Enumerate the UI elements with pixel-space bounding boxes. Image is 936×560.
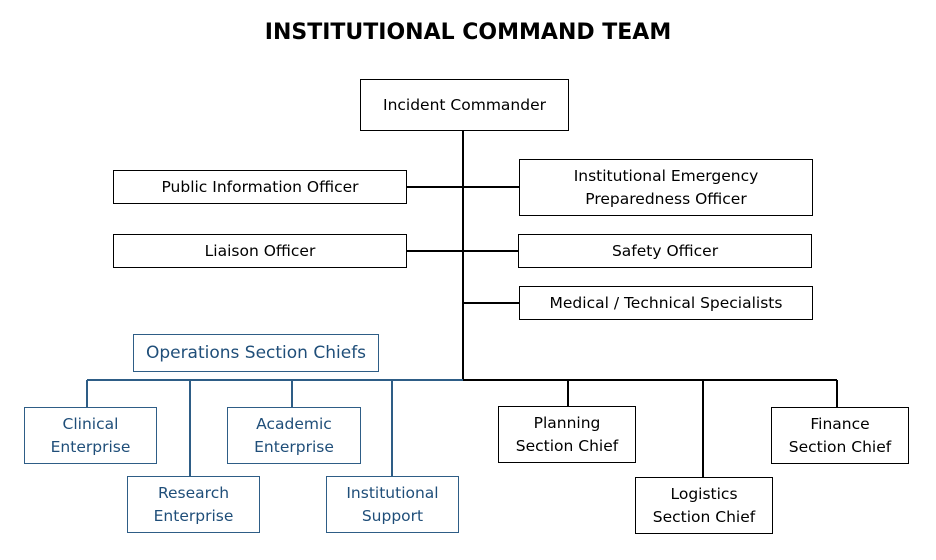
operations-section-chiefs-label: Operations Section Chiefs <box>145 342 367 363</box>
planning-section-chief-label: Planning Section Chief <box>515 413 619 455</box>
medical-technical-specialists-box: Medical / Technical Specialists <box>519 286 813 320</box>
institutional-support-box: Institutional Support <box>326 476 459 533</box>
logistics-section-chief-box: Logistics Section Chief <box>635 477 773 534</box>
clinical-enterprise-label: Clinical Enterprise <box>50 414 131 456</box>
institutional-support-label: Institutional Support <box>346 483 439 525</box>
public-information-officer-label: Public Information Officer <box>161 177 359 196</box>
research-enterprise-label: Research Enterprise <box>153 483 234 525</box>
academic-enterprise-box: Academic Enterprise <box>227 407 361 464</box>
logistics-section-chief-label: Logistics Section Chief <box>652 484 756 526</box>
finance-section-chief-label: Finance Section Chief <box>788 414 892 456</box>
finance-section-chief-box: Finance Section Chief <box>771 407 909 464</box>
incident-commander-label: Incident Commander <box>383 95 546 114</box>
medical-technical-specialists-label: Medical / Technical Specialists <box>549 293 783 312</box>
operations-section-chiefs-box: Operations Section Chiefs <box>133 334 379 372</box>
academic-enterprise-label: Academic Enterprise <box>254 414 334 456</box>
incident-commander-box: Incident Commander <box>360 79 569 131</box>
emergency-preparedness-officer-box: Institutional Emergency Preparedness Off… <box>519 159 813 216</box>
chart-title: INSTITUTIONAL COMMAND TEAM <box>264 20 672 45</box>
safety-officer-box: Safety Officer <box>518 234 812 268</box>
emergency-preparedness-officer-label: Institutional Emergency Preparedness Off… <box>573 166 759 208</box>
liaison-officer-label: Liaison Officer <box>204 241 316 260</box>
safety-officer-label: Safety Officer <box>611 241 719 260</box>
clinical-enterprise-box: Clinical Enterprise <box>24 407 157 464</box>
public-information-officer-box: Public Information Officer <box>113 170 407 204</box>
research-enterprise-box: Research Enterprise <box>127 476 260 533</box>
planning-section-chief-box: Planning Section Chief <box>498 406 636 463</box>
liaison-officer-box: Liaison Officer <box>113 234 407 268</box>
